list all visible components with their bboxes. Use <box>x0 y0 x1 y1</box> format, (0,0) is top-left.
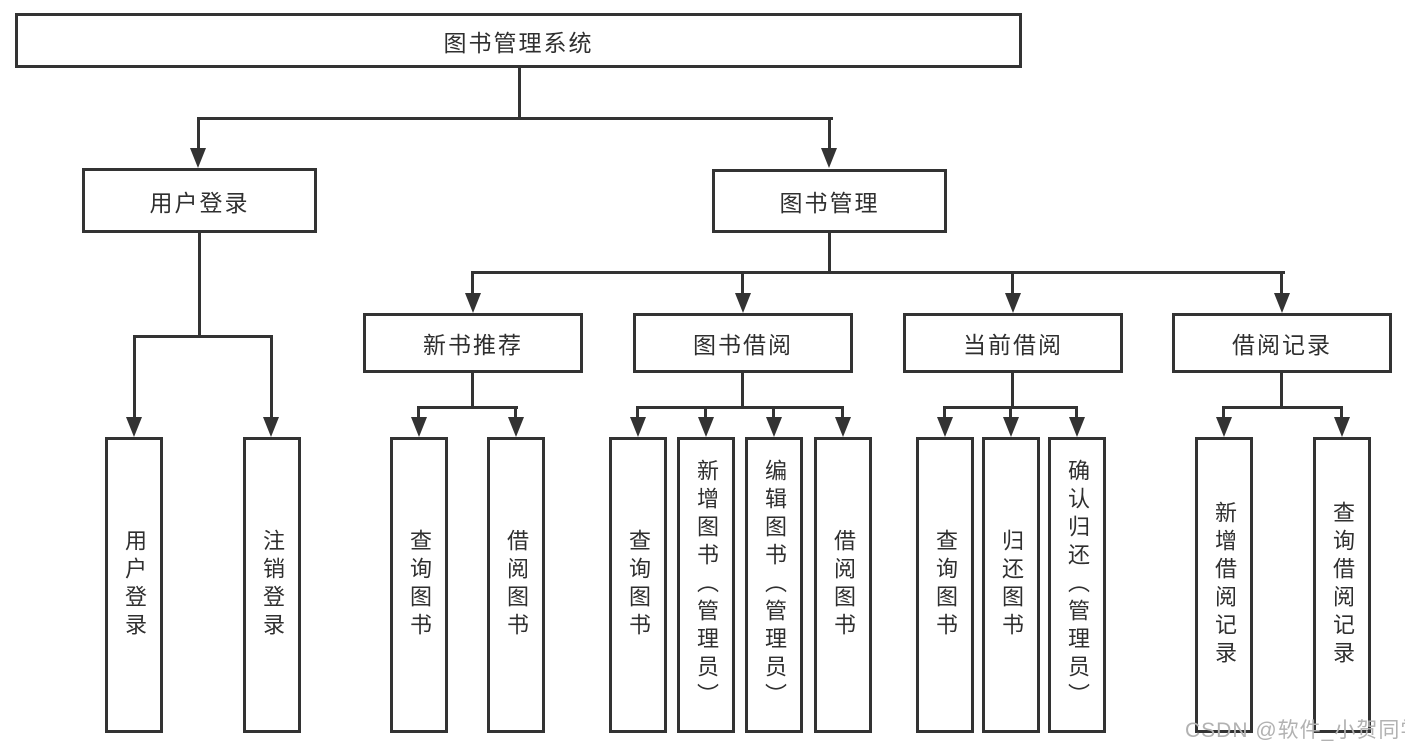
leaf-label: 查询图书 <box>407 529 432 641</box>
node-borrow-records: 借阅记录 <box>1172 313 1392 373</box>
leaf-current-return-books: 归还图书 <box>982 437 1040 733</box>
leaf-records-query-record: 查询借阅记录 <box>1313 437 1371 733</box>
connector-user-split <box>133 335 273 338</box>
leaf-label: 新增图书（管理员） <box>694 459 719 711</box>
connector-leaf-stem <box>841 406 844 419</box>
arrow-down-icon <box>263 417 279 437</box>
arrow-down-icon <box>465 293 481 313</box>
leaf-newbooks-borrow-books: 借阅图书 <box>487 437 545 733</box>
leaf-label: 借阅图书 <box>504 529 529 641</box>
leaf-borrow-edit-books-admin: 编辑图书（管理员） <box>745 437 803 733</box>
node-book-borrow: 图书借阅 <box>633 313 853 373</box>
leaf-borrow-borrow-books: 借阅图书 <box>814 437 872 733</box>
node-label: 图书管理 <box>779 190 880 216</box>
connector-newbook-drop <box>471 373 474 408</box>
arrow-down-icon <box>735 293 751 313</box>
leaf-label: 注销登录 <box>260 529 285 641</box>
leaf-label: 新增借阅记录 <box>1212 501 1237 669</box>
leaf-label: 查询借阅记录 <box>1330 501 1355 669</box>
connector-to-new-book <box>471 271 474 295</box>
node-label: 图书借阅 <box>693 332 793 358</box>
connector-mgmt-split <box>471 271 1285 274</box>
connector-to-borrow-records <box>1280 271 1283 295</box>
connector-mgmt-drop <box>828 233 831 273</box>
leaf-label: 查询图书 <box>626 529 651 641</box>
node-label: 当前借阅 <box>963 332 1063 358</box>
connector-to-leaf-logout <box>270 335 273 419</box>
connector-to-current-borrow <box>1011 271 1014 295</box>
node-label: 用户登录 <box>149 189 250 216</box>
arrow-down-icon <box>411 417 427 437</box>
connector-to-leaf-user-login <box>133 335 136 419</box>
connector-leaf-stem <box>1222 406 1225 419</box>
leaf-label: 借阅图书 <box>831 529 856 641</box>
node-new-book-recommend: 新书推荐 <box>363 313 583 373</box>
connector-leaf-stem <box>417 406 420 419</box>
leaf-borrow-query-books: 查询图书 <box>609 437 667 733</box>
arrow-down-icon <box>821 148 837 168</box>
arrow-down-icon <box>630 417 646 437</box>
leaf-borrow-add-books-admin: 新增图书（管理员） <box>677 437 735 733</box>
connector-records-drop <box>1280 373 1283 408</box>
leaf-label: 用户登录 <box>122 529 147 641</box>
connector-leaf-stem <box>943 406 946 419</box>
arrow-down-icon <box>1069 417 1085 437</box>
connector-leaf-stem <box>514 406 517 419</box>
arrow-down-icon <box>1274 293 1290 313</box>
connector-leaf-stem <box>772 406 775 419</box>
connector-to-book-management <box>828 117 831 151</box>
root-node-label: 图书管理系统 <box>443 29 594 56</box>
node-book-management: 图书管理 <box>712 169 947 233</box>
arrow-down-icon <box>190 148 206 168</box>
connector-leaf-stem <box>1075 406 1078 419</box>
leaf-newbooks-query-books: 查询图书 <box>390 437 448 733</box>
connector-newbook-split <box>417 406 518 409</box>
connector-records-split <box>1222 406 1343 409</box>
leaf-current-confirm-return-admin: 确认归还（管理员） <box>1048 437 1106 733</box>
root-node: 图书管理系统 <box>15 13 1022 68</box>
watermark: CSDN @软件_小贺同学 <box>1185 719 1405 742</box>
arrow-down-icon <box>1005 293 1021 313</box>
arrow-down-icon <box>937 417 953 437</box>
arrow-down-icon <box>126 417 142 437</box>
arrow-down-icon <box>1334 417 1350 437</box>
connector-currentborrow-drop <box>1011 373 1014 408</box>
node-current-borrow: 当前借阅 <box>903 313 1123 373</box>
node-label: 借阅记录 <box>1232 332 1332 358</box>
connector-to-user-login <box>197 117 200 151</box>
arrow-down-icon <box>508 417 524 437</box>
connector-leaf-stem <box>1009 406 1012 419</box>
node-label: 新书推荐 <box>423 332 523 358</box>
connector-root-split <box>197 117 833 120</box>
connector-user-drop <box>198 233 201 337</box>
leaf-label: 查询图书 <box>933 529 958 641</box>
connector-leaf-stem <box>704 406 707 419</box>
connector-to-book-borrow <box>741 271 744 295</box>
connector-bookborrow-drop <box>741 373 744 408</box>
leaf-user-login: 用户登录 <box>105 437 163 733</box>
arrow-down-icon <box>766 417 782 437</box>
leaf-records-add-record: 新增借阅记录 <box>1195 437 1253 733</box>
arrow-down-icon <box>835 417 851 437</box>
arrow-down-icon <box>698 417 714 437</box>
leaf-logout: 注销登录 <box>243 437 301 733</box>
connector-leaf-stem <box>1340 406 1343 419</box>
leaf-label: 归还图书 <box>999 529 1024 641</box>
arrow-down-icon <box>1216 417 1232 437</box>
leaf-current-query-books: 查询图书 <box>916 437 974 733</box>
leaf-label: 确认归还（管理员） <box>1065 459 1090 711</box>
arrow-down-icon <box>1003 417 1019 437</box>
leaf-label: 编辑图书（管理员） <box>762 459 787 711</box>
connector-leaf-stem <box>636 406 639 419</box>
connector-root-drop <box>518 68 521 120</box>
connector-bookborrow-split <box>636 406 844 409</box>
node-user-login: 用户登录 <box>82 168 317 233</box>
